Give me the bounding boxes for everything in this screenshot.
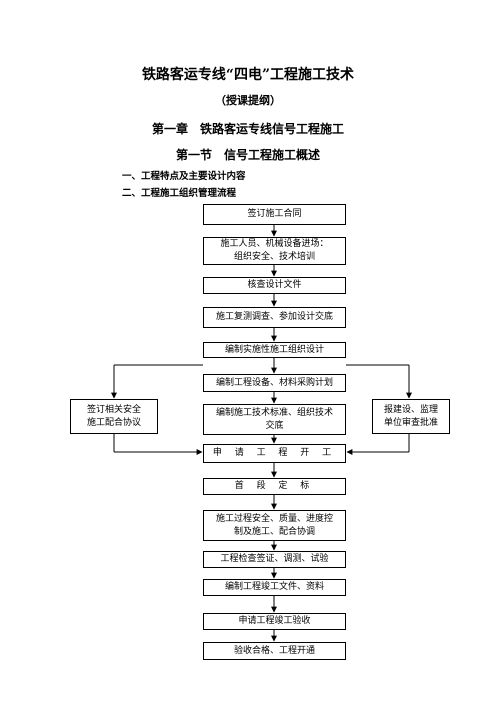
flow-step-technical-standards: 编制施工技术标准、组织技术 交底 [203, 404, 346, 435]
document-title: 铁路客运专线“四电”工程施工技术 [141, 67, 355, 83]
flow-side-safety-agreement: 签订相关安全 施工配合协议 [70, 399, 158, 434]
flow-step-personnel-entry: 施工人员、机械设备进场： 组织安全、技术培训 [203, 237, 346, 265]
flow-step-apply-acceptance: 申请工程竣工验收 [203, 613, 346, 630]
flow-step-completion-docs: 编制工程竣工文件、资料 [203, 579, 346, 596]
flow-step-inspection: 工程检查签证、调测、试验 [203, 551, 346, 568]
flow-side-approval: 报建设、监理 单位审查批准 [372, 399, 450, 434]
flow-step-construction-plan: 编制实施性施工组织设计 [203, 342, 346, 358]
chapter-heading: 第一章 铁路客运专线信号工程施工 [151, 122, 344, 136]
flow-step-process-control: 施工过程安全、质量、进度控 制及施工、配合协调 [203, 510, 346, 541]
flow-step-sign-contract: 签订施工合同 [203, 204, 346, 225]
section-heading: 第一节 信号工程施工概述 [175, 148, 320, 162]
flow-step-first-section: 首 段 定 标 [203, 478, 346, 495]
document-subtitle: （授课提纲） [215, 94, 281, 107]
flow-step-resurvey: 施工复测调查、参加设计交底 [203, 307, 346, 328]
subheading-1: 一、工程特点及主要设计内容 [122, 171, 246, 182]
flow-step-apply-start: 申 请 工 程 开 工 [203, 444, 346, 463]
subheading-2: 二、工程施工组织管理流程 [122, 188, 237, 199]
flow-step-procurement-plan: 编制工程设备、材料采购计划 [203, 374, 346, 392]
flow-step-check-design: 核查设计文件 [203, 277, 346, 294]
flow-step-acceptance-opening: 验收合格、工程开通 [203, 642, 346, 660]
